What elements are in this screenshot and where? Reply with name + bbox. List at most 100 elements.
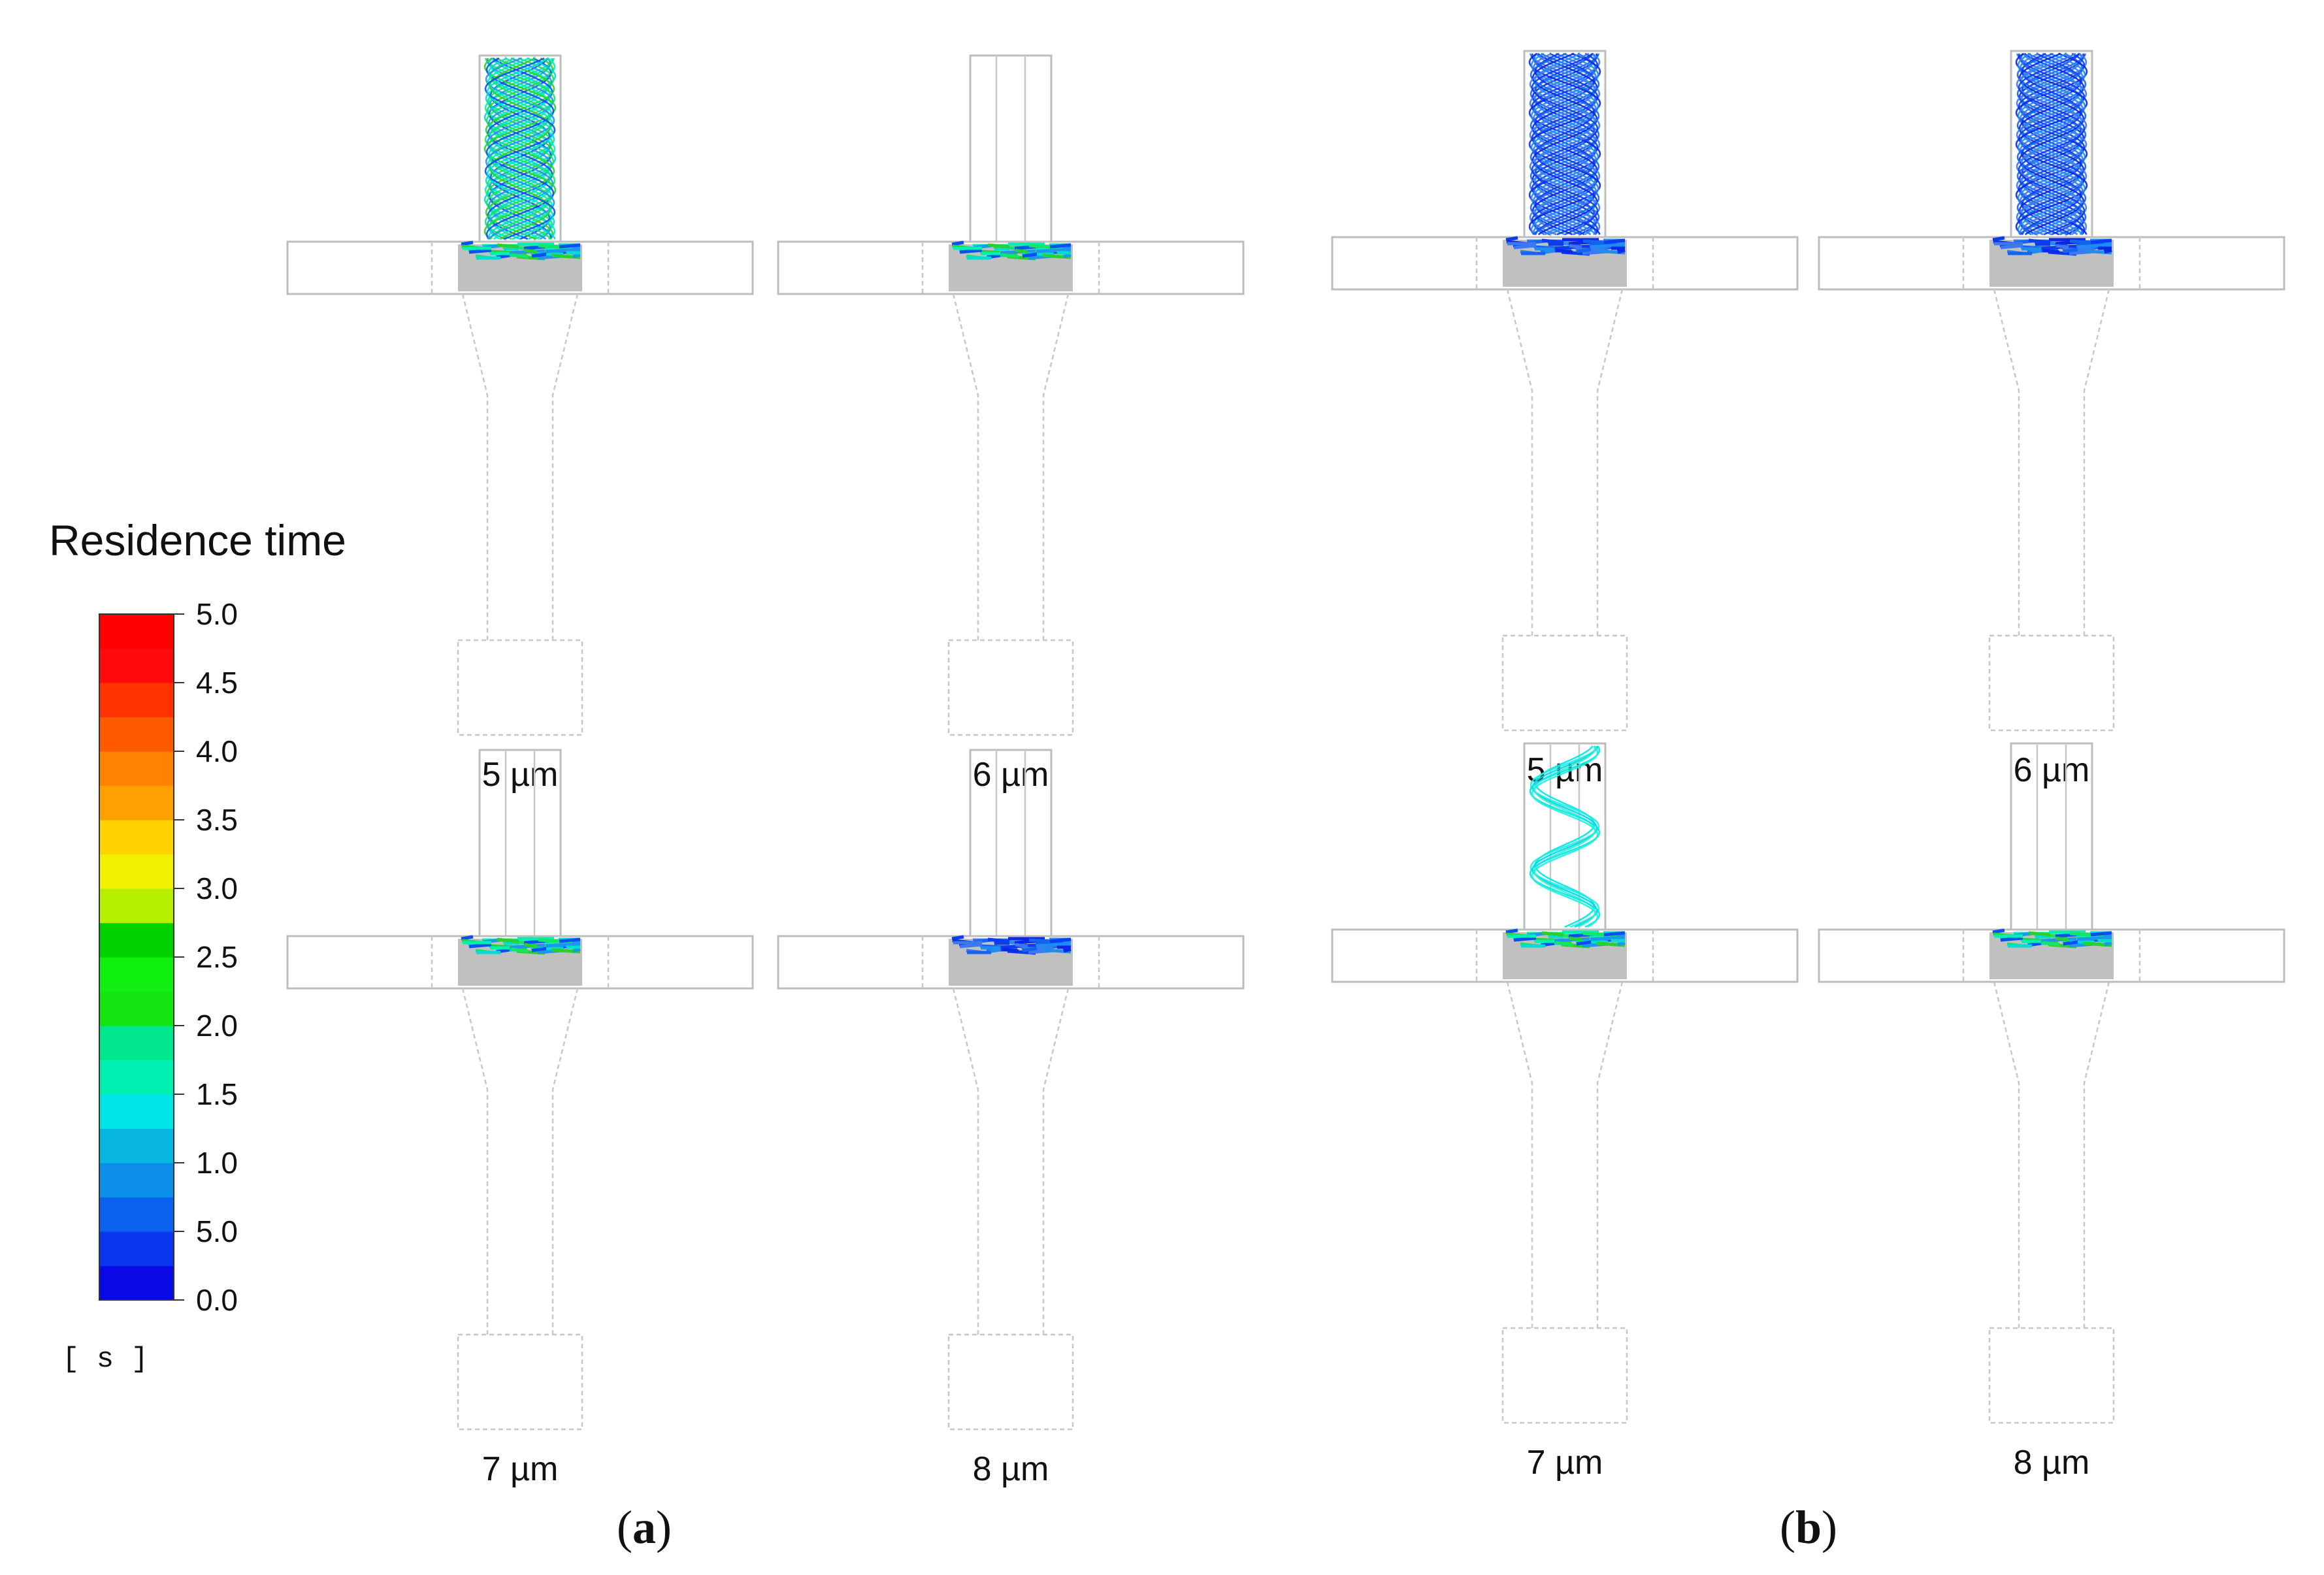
trapped-particle bbox=[1576, 940, 1592, 946]
particle-trajectory bbox=[488, 57, 552, 240]
size-label: 7 µm bbox=[1527, 1444, 1603, 1482]
device-b-3: 7 µm bbox=[1331, 742, 1799, 1482]
colorbar-tick-label: 3.5 bbox=[196, 803, 238, 837]
outlet-wall-right bbox=[2083, 981, 2110, 1328]
particle-trajectory bbox=[1534, 52, 1596, 235]
trapped-particle bbox=[1036, 248, 1072, 253]
trapped-particle bbox=[2055, 244, 2069, 250]
colorbar-tick-label: 2.0 bbox=[196, 1009, 238, 1043]
outlet-reservoir bbox=[947, 1333, 1074, 1431]
trapped-particle bbox=[531, 252, 547, 258]
trapped-particle bbox=[497, 243, 519, 249]
outlet-reservoir bbox=[1501, 1327, 1628, 1424]
size-label: 6 µm bbox=[2014, 751, 2090, 789]
colorbar-swatch bbox=[99, 1265, 174, 1301]
colorbar-swatch bbox=[99, 820, 174, 855]
particle-trajectory bbox=[489, 57, 551, 240]
colorbar-swatch bbox=[99, 922, 174, 958]
trapped-particle bbox=[1590, 243, 1626, 249]
colorbar-swatch bbox=[99, 1128, 174, 1163]
particle-trajectory bbox=[1531, 52, 1599, 236]
size-label: 5 µm bbox=[482, 756, 559, 794]
device-b-4: 8 µm bbox=[1818, 742, 2285, 1482]
outlet-wall-right bbox=[2083, 289, 2110, 636]
trapped-particle bbox=[497, 937, 519, 943]
trapped-particle bbox=[1617, 941, 1626, 947]
colorbar-swatch bbox=[99, 648, 174, 683]
trapped-particle bbox=[545, 942, 581, 948]
trapped-particle bbox=[1590, 935, 1626, 941]
colorbar-tick-label: 1.5 bbox=[196, 1077, 238, 1111]
particle-trajectory bbox=[1533, 52, 1596, 236]
colorbar-swatch bbox=[99, 614, 174, 649]
colorbar-tick-label: 4.5 bbox=[196, 666, 238, 700]
trapped-particle bbox=[1603, 238, 1626, 244]
outlet-reservoir bbox=[457, 1333, 583, 1431]
panel-tag-a-letter: a bbox=[632, 1501, 656, 1553]
colorbar-swatch bbox=[99, 854, 174, 889]
colorbar-swatch bbox=[99, 717, 174, 752]
trapped-particle bbox=[987, 937, 1010, 943]
particle-trajectory bbox=[1533, 53, 1597, 236]
trapped-particle bbox=[559, 243, 581, 249]
size-label: 8 µm bbox=[2014, 1444, 2090, 1482]
trapped-particle bbox=[2055, 936, 2069, 942]
particle-trajectory bbox=[1532, 52, 1597, 235]
particle-trajectory bbox=[1529, 52, 1601, 236]
outlet-reservoir bbox=[947, 639, 1074, 736]
outlet-wall-right bbox=[551, 988, 579, 1335]
outlet-reservoir bbox=[1501, 634, 1628, 732]
trapped-particle bbox=[1001, 253, 1019, 259]
trapped-particle bbox=[468, 248, 492, 254]
trapped-particle bbox=[1505, 236, 1518, 242]
colorbar-swatch bbox=[99, 1197, 174, 1232]
particle-trajectory bbox=[2019, 52, 2084, 235]
colorbar-swatch bbox=[99, 991, 174, 1026]
trapped-particle bbox=[2076, 243, 2112, 249]
trapped-particle bbox=[531, 947, 547, 952]
device-b-1: 5 µm bbox=[1331, 50, 1799, 789]
particle-trajectory bbox=[485, 57, 555, 240]
cross-channel bbox=[1331, 236, 1799, 291]
colorbar-tick-label: 1.0 bbox=[196, 1146, 238, 1180]
outlet-reservoir bbox=[1988, 1327, 2115, 1424]
colorbar-swatch bbox=[99, 957, 174, 992]
outlet-wall-left bbox=[952, 988, 979, 1335]
device-a-1: 5 µm bbox=[286, 54, 754, 794]
trapped-particle bbox=[1049, 243, 1072, 249]
colorbar-swatch bbox=[99, 888, 174, 924]
trapped-particle bbox=[461, 935, 474, 941]
trapped-particle bbox=[951, 240, 964, 246]
trapped-particle bbox=[1541, 238, 1564, 244]
particle-trajectory bbox=[2020, 53, 2084, 236]
trapped-particle bbox=[1992, 236, 2005, 242]
trapped-particle bbox=[1513, 936, 1537, 942]
trapped-particle bbox=[559, 937, 581, 943]
trapped-particle bbox=[959, 943, 983, 949]
trapped-particle bbox=[1022, 947, 1038, 952]
trapped-particle bbox=[2104, 248, 2112, 254]
trapped-particle bbox=[1569, 244, 1582, 250]
device-a-2: 6 µm bbox=[777, 54, 1245, 794]
particle-trajectory bbox=[483, 57, 557, 240]
legend-title: Residence time bbox=[49, 516, 346, 564]
trapped-particle bbox=[510, 947, 529, 953]
cross-channel bbox=[286, 240, 754, 295]
particle-trajectory bbox=[486, 57, 554, 240]
particle-trajectory bbox=[2015, 52, 2088, 236]
trapped-particle bbox=[1555, 941, 1573, 947]
colorbar-swatch bbox=[99, 1094, 174, 1129]
particle-trajectory bbox=[1530, 52, 1599, 235]
particle-trajectory bbox=[2016, 52, 2087, 236]
colorbar-swatch bbox=[99, 1060, 174, 1095]
colorbar-legend: Residence time 0.05.01.01.52.02.53.03.54… bbox=[49, 516, 346, 1376]
outlet-wall-left bbox=[952, 293, 979, 640]
colorbar-tick-label: 3.0 bbox=[196, 871, 238, 905]
particle-trajectory bbox=[483, 57, 557, 240]
particle-trajectory bbox=[1528, 52, 1601, 236]
particle-trajectory bbox=[2020, 52, 2083, 236]
outlet-reservoir bbox=[1988, 634, 2115, 732]
trapped-particle bbox=[1036, 942, 1072, 948]
particle-trajectory bbox=[1530, 745, 1600, 928]
